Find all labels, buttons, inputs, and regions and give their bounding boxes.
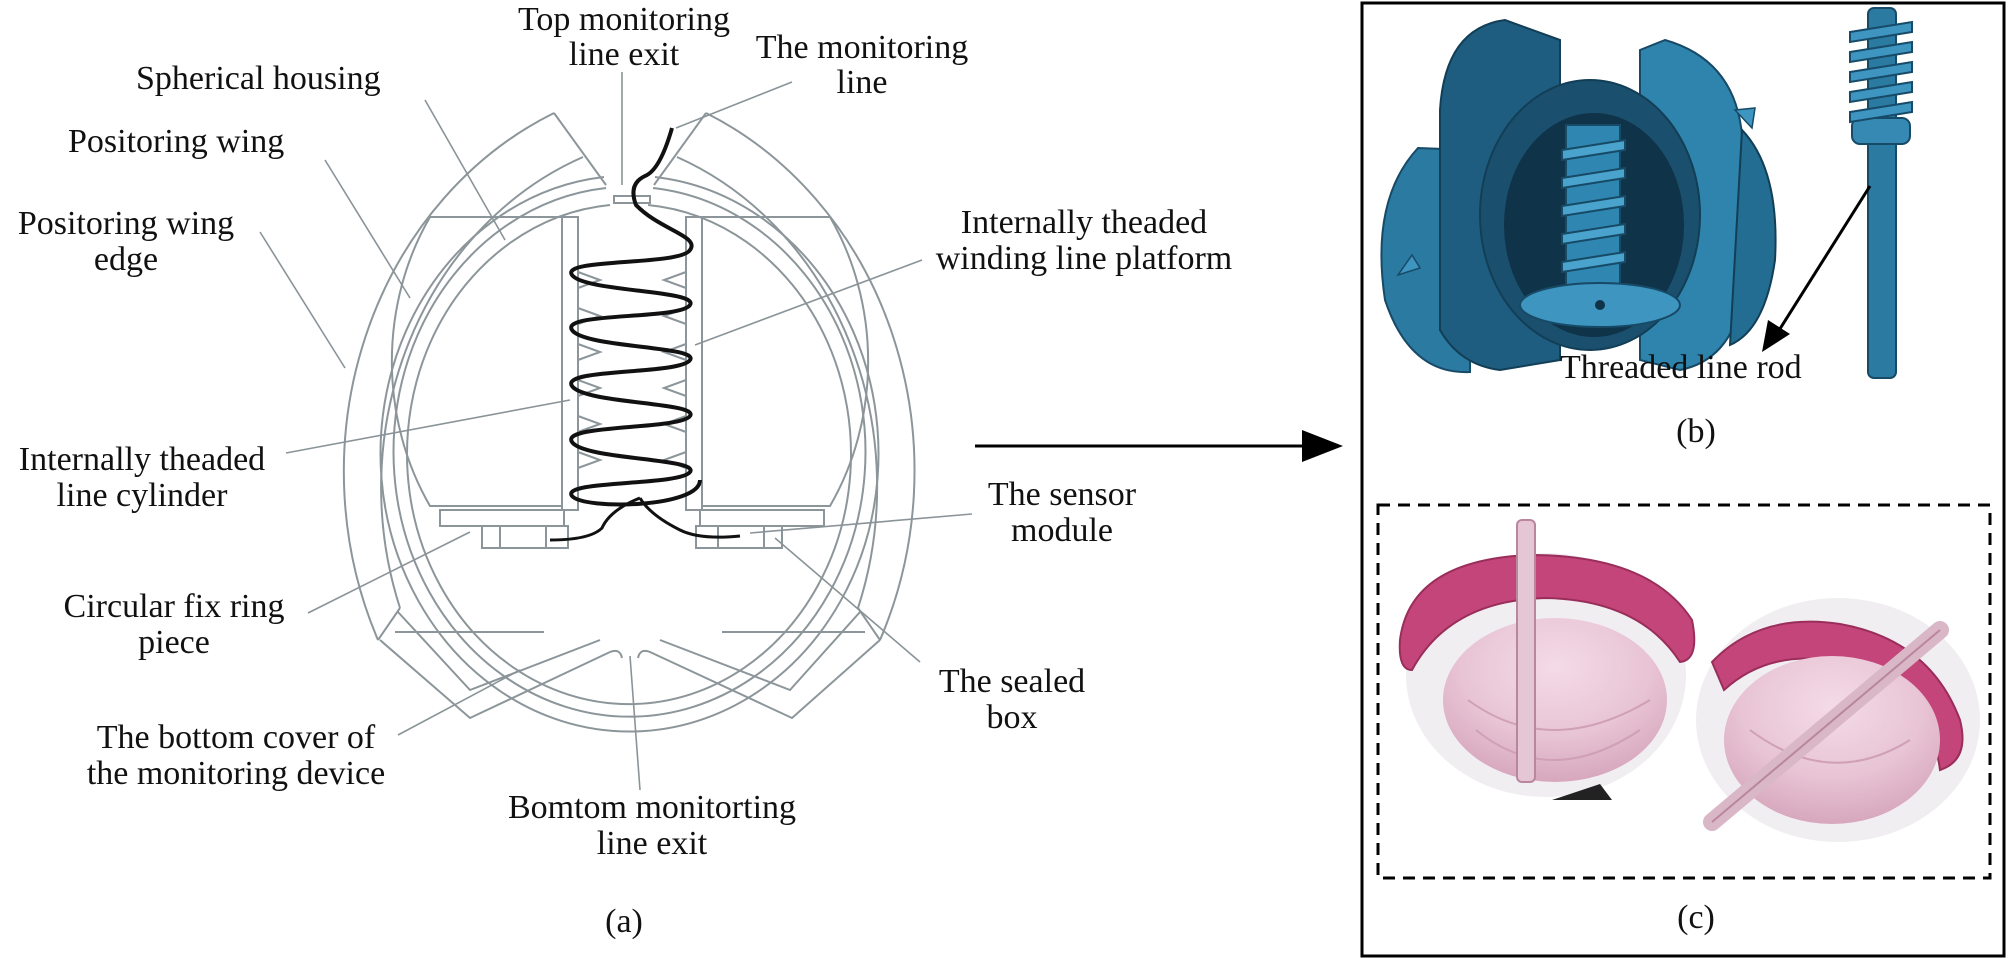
label-fix-ring-1: Circular fix ring (64, 588, 285, 625)
positioning-wing-left (342, 112, 607, 641)
caption-a: (a) (605, 903, 643, 940)
label-monitoring-line-1: The monitoring (756, 29, 968, 66)
right-frame (1360, 1, 2006, 958)
label-platform-1: Internally theaded (961, 204, 1207, 241)
label-sensor-1: The sensor (988, 476, 1137, 513)
caption-b: (b) (1676, 413, 1716, 450)
dashed-frame (1376, 503, 1992, 880)
panel-b-model: Threaded line rod (b) (1380, 7, 1913, 450)
arrow-a-to-b (975, 430, 1343, 462)
label-cylinder-2: line cylinder (57, 477, 229, 514)
threaded-rod (1849, 7, 1913, 379)
label-bottom-exit-2: line exit (597, 825, 708, 862)
label-bottom-exit-1: Bomtom monitorting (508, 789, 796, 826)
panel-a-schematic: Top monitoring line exit The monitoring … (18, 1, 1232, 940)
label-sensor-2: module (1011, 512, 1113, 549)
label-wing-edge-2: edge (94, 241, 158, 278)
label-spherical-housing: Spherical housing (136, 60, 381, 97)
monitoring-line-coil (549, 127, 741, 542)
label-top-exit-2: line exit (569, 36, 680, 73)
panel-c-photos: (c) (1376, 503, 1992, 936)
label-sealed-box-2: box (987, 699, 1038, 736)
label-positioning-wing: Positoring wing (68, 123, 284, 160)
label-threaded-rod: Threaded line rod (1560, 349, 1802, 386)
printed-device-left (1398, 519, 1696, 800)
label-cylinder-1: Internally theaded (19, 441, 265, 478)
label-top-exit-1: Top monitoring (518, 1, 730, 38)
leader-lines (259, 72, 973, 791)
label-monitoring-line-2: line (837, 64, 888, 101)
bottom-cover (379, 611, 881, 720)
label-bottom-cover-2: the monitoring device (87, 755, 385, 792)
spherical-housing (379, 176, 880, 733)
fix-ring-and-boxes (439, 509, 825, 549)
label-sealed-box-1: The sealed (939, 663, 1085, 700)
label-wing-edge-1: Positoring wing (18, 205, 234, 242)
label-fix-ring-2: piece (138, 624, 210, 661)
printed-device-right (1696, 598, 1980, 842)
caption-c: (c) (1677, 899, 1715, 936)
label-bottom-cover-1: The bottom cover of (97, 719, 376, 756)
positioning-wing-right (653, 112, 916, 641)
label-platform-2: winding line platform (936, 240, 1233, 277)
